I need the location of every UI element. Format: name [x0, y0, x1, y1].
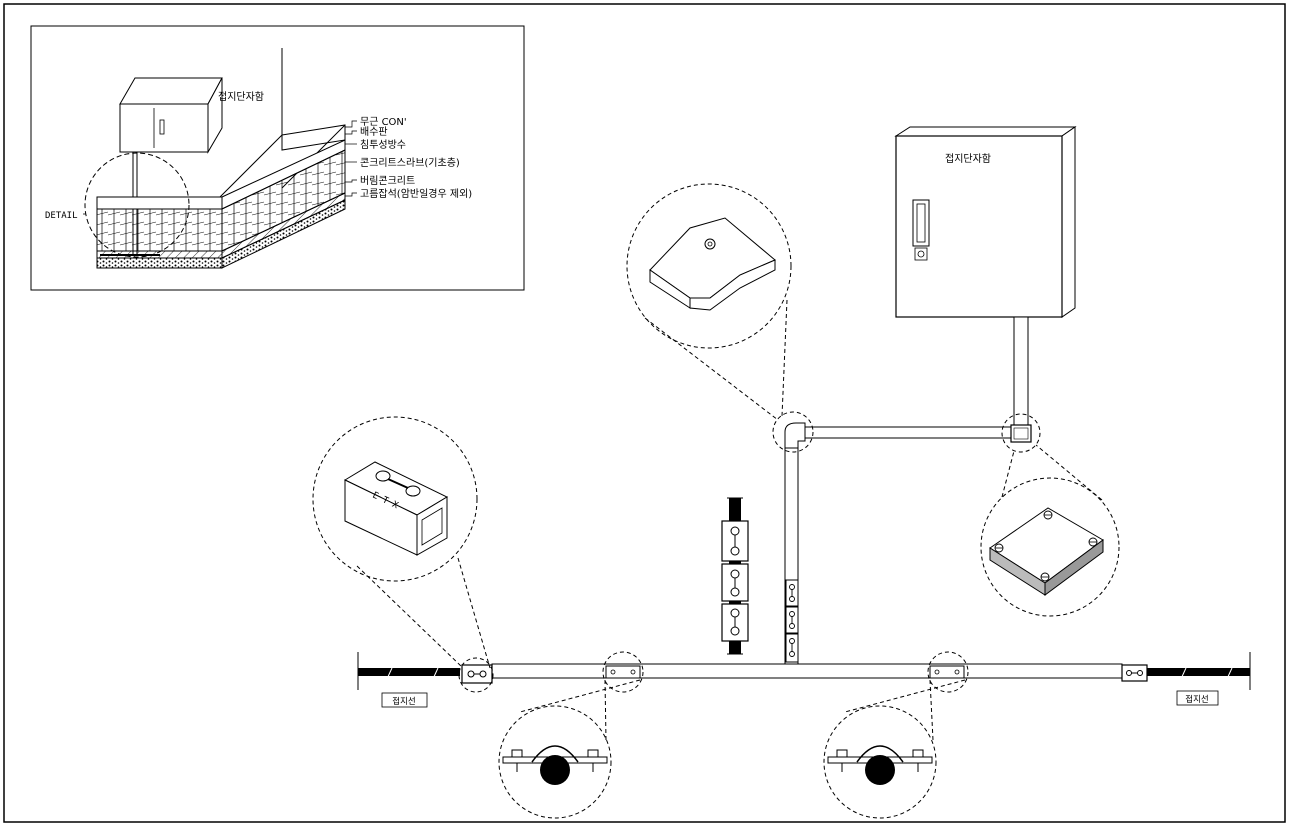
drawing-frame — [3, 3, 1286, 823]
terminal-box: 접지단자함 — [894, 126, 1077, 318]
inset-layer-1: 무근 CON' — [360, 117, 407, 128]
conduit-network — [491, 316, 1123, 679]
inset-box-label: 접지단자함 — [218, 91, 264, 103]
inset-layer-4: 콘크리트스라브(기초층) — [360, 157, 460, 169]
inset-layer-3: 침투성방수 — [360, 139, 406, 151]
inset-layer-leaders — [345, 120, 357, 197]
elbow-fitting — [784, 422, 806, 449]
ground-wire-left — [357, 652, 460, 690]
ground-wire-right — [1147, 652, 1251, 690]
ground-label-right-text: 접지선 — [1185, 694, 1208, 705]
riser-connectors — [785, 579, 799, 663]
inset-detail: 접지단자함 DETAIL — [30, 25, 525, 291]
ground-label-left-text: 접지선 — [392, 696, 415, 707]
ground-label-right: 접지선 — [1176, 690, 1219, 706]
inset-layer-2: 배수판 — [360, 126, 388, 138]
inset-detail-circle — [84, 152, 190, 258]
callout-circles — [312, 183, 1120, 819]
saddle-clamp-1 — [605, 665, 641, 679]
inset-detail-label: DETAIL — [45, 211, 78, 221]
inset-terminal-box: 접지단자함 — [119, 77, 264, 255]
saddle-clamp-detail-2 — [827, 745, 933, 785]
ground-label-left: 접지선 — [381, 692, 428, 708]
etx-connector-right — [1121, 664, 1148, 682]
terminal-box-label: 접지단자함 — [945, 153, 991, 165]
saddle-clamp-detail-1 — [502, 745, 608, 785]
junction-plate-detail — [989, 507, 1104, 596]
etx-connector-left — [461, 664, 493, 684]
saddle-clamp-2 — [929, 665, 965, 679]
vertical-wire-detail — [721, 497, 749, 655]
inset-layer-6: 고름잡석(암반일경우 제외) — [360, 187, 472, 200]
inset-layer-5: 버림콘크리트 — [360, 175, 415, 187]
etx-connector-detail: E T X — [343, 461, 449, 556]
inset-frame — [30, 25, 525, 291]
elbow-detail — [649, 217, 776, 311]
junction-box — [1010, 424, 1032, 443]
inset-slab — [96, 124, 346, 269]
